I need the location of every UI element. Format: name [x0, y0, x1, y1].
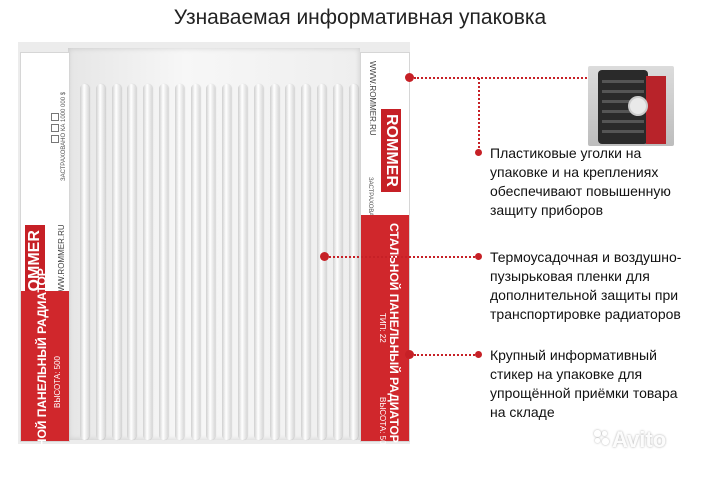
radiator-fin	[174, 84, 184, 440]
sticker-right-height: ВЫСОТА: 500	[378, 397, 387, 449]
radiator-fin	[143, 84, 153, 440]
radiator-fin	[222, 84, 232, 440]
radiator-fin	[95, 84, 105, 440]
callout-dot-3	[405, 350, 414, 359]
avito-watermark: Avito	[612, 427, 667, 452]
sticker-left-url: WWW.ROMMER.RU	[57, 224, 66, 299]
note-corners: Пластиковые уголки на упаковке и на креп…	[490, 145, 671, 218]
radiator-fin	[206, 84, 216, 440]
sticker-left: ЗАСТРАХОВАНО КА 1000 000 $ WWW.ROMMER.RU…	[20, 52, 70, 488]
sticker-left-type: ТИП: 22	[53, 458, 62, 488]
radiator-fin	[269, 84, 279, 440]
avito-logo-icon	[594, 430, 610, 446]
sticker-right-url: WWW.ROMMER.RU	[368, 61, 377, 136]
radiator-fin	[332, 84, 342, 440]
radiator-panel	[68, 48, 360, 440]
radiator-fin	[159, 84, 168, 440]
corner-protector-photo	[588, 66, 674, 146]
radiator-fin	[317, 84, 326, 440]
radiator-fin	[348, 84, 358, 440]
sticker-left-product: СТАЛЬНОЙ ПАНЕЛЬНЫЙ РАДИАТОР	[35, 268, 49, 488]
note-film: Термоусадочная и воздушно- пузырьковая п…	[490, 249, 682, 322]
callout-line-1-down	[478, 78, 480, 148]
callout-line-1	[414, 77, 590, 79]
sticker-right-red-band	[361, 215, 409, 441]
sticker-right: WWW.ROMMER.RU ROMMER ЗАСТРАХОВАНО КА 100…	[360, 52, 410, 449]
callout-dot-2	[320, 252, 329, 261]
radiator-fin	[238, 84, 247, 440]
callout-dot-1	[405, 73, 414, 82]
sticker-left-height: ВЫСОТА: 500	[53, 356, 62, 408]
note-bullet-1	[475, 149, 482, 156]
radiator-fin	[253, 84, 263, 440]
note-bullet-3	[475, 351, 482, 358]
sticker-left-red-band	[21, 291, 69, 441]
sticker-left-cert: ЗАСТРАХОВАНО КА 1000 000 $	[61, 91, 67, 181]
care-icons	[51, 113, 61, 147]
note-bullet-2	[475, 253, 482, 260]
note-sticker: Крупный информативный стикер на упаковке…	[490, 347, 678, 420]
sticker-right-type: ТИП: 22	[378, 313, 387, 343]
radiator-fin	[111, 84, 121, 440]
radiator-fin	[301, 84, 311, 440]
radiator-fin	[190, 84, 200, 440]
radiator-fin	[80, 84, 89, 440]
callout-line-3	[414, 354, 475, 356]
sticker-right-brand: ROMMER	[381, 109, 401, 192]
radiator-fin	[285, 84, 295, 440]
radiator-fin	[127, 84, 137, 440]
page-title: Узнаваемая информативная упаковка	[173, 6, 547, 29]
callout-line-2	[329, 256, 475, 258]
